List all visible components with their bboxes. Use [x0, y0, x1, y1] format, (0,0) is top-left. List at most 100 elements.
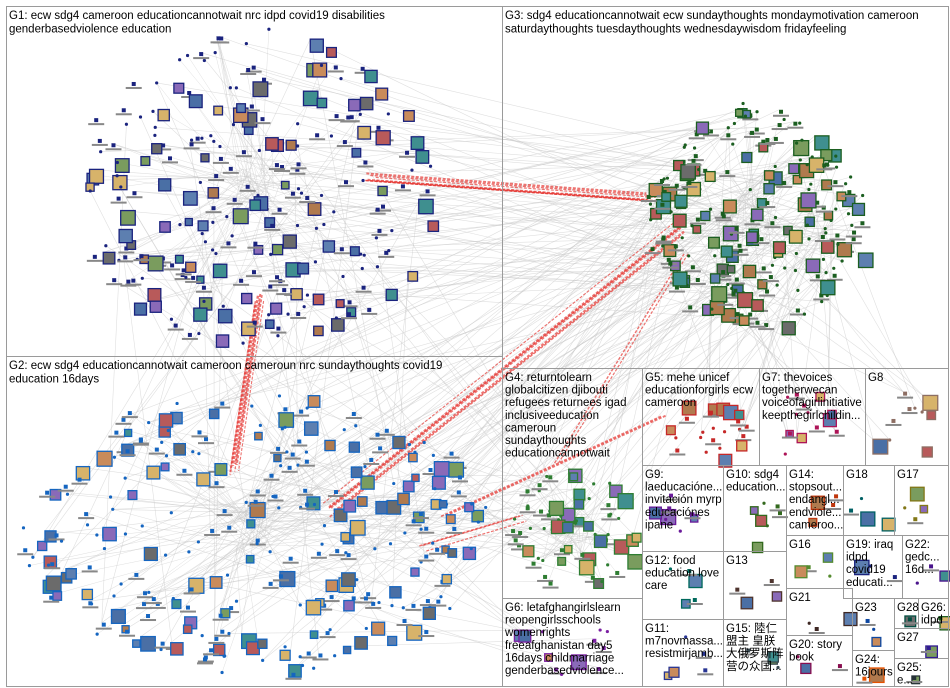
node-caption [412, 517, 429, 520]
node-caption [681, 185, 698, 188]
node-marker [548, 581, 553, 586]
node-marker [296, 311, 301, 316]
node-avatar [569, 472, 579, 482]
node-marker [543, 574, 548, 579]
edge-line [219, 36, 722, 215]
node-avatar [926, 410, 937, 421]
node-marker [211, 206, 216, 211]
node-dot [807, 237, 811, 241]
node-avatar [127, 490, 138, 501]
node-marker [695, 217, 700, 222]
node-marker [131, 278, 136, 283]
node-avatar [751, 541, 764, 554]
node-marker [650, 247, 655, 252]
node-caption [179, 610, 196, 613]
node-marker [23, 548, 28, 553]
edge-line [239, 146, 685, 280]
edge-line [272, 489, 335, 542]
node-dot [388, 542, 393, 546]
edge-line [256, 97, 361, 544]
node-caption [340, 558, 357, 561]
node-avatar [448, 461, 465, 478]
node-caption [859, 623, 876, 626]
node-caption [418, 635, 435, 638]
node-avatar [102, 526, 117, 542]
node-caption [154, 646, 171, 649]
node-marker [424, 554, 429, 559]
node-caption [375, 209, 392, 212]
node-dot [359, 252, 363, 256]
node-dot [755, 110, 759, 114]
node-avatar [919, 504, 929, 514]
node-marker [720, 211, 725, 216]
node-marker [690, 512, 695, 517]
node-caption [371, 233, 388, 236]
node-avatar [246, 519, 256, 529]
node-avatar [700, 210, 711, 222]
group-label-g15: 大俄罗斯阵 [726, 646, 784, 660]
node-avatar [410, 136, 425, 150]
node-dot [112, 455, 117, 459]
node-dot [361, 178, 365, 183]
edge-line [240, 544, 472, 549]
node-avatar [583, 520, 594, 532]
node-caption [245, 70, 262, 73]
node-marker [755, 320, 760, 325]
node-caption [655, 240, 672, 243]
node-avatar [52, 591, 63, 601]
edge-line [251, 405, 520, 631]
node-caption [735, 439, 752, 442]
node-dot [840, 259, 844, 263]
node-caption [125, 283, 142, 286]
edge-line [114, 183, 650, 458]
edge-line [627, 214, 723, 555]
node-avatar [757, 279, 768, 290]
node-marker [775, 504, 780, 509]
node-marker [251, 65, 256, 70]
node-marker [411, 519, 416, 524]
node-caption [312, 658, 329, 661]
node-dot [796, 288, 800, 292]
node-dot [448, 606, 452, 611]
node-dot [286, 312, 290, 316]
node-marker [912, 676, 917, 680]
node-dot [268, 550, 272, 554]
node-caption [249, 494, 266, 497]
node-caption [773, 114, 790, 117]
node-avatar [718, 453, 733, 468]
edge-line [749, 233, 843, 262]
node-caption [541, 518, 558, 521]
node-caption [519, 511, 536, 514]
node-marker [287, 465, 292, 470]
node-avatar [360, 475, 375, 490]
node-marker [366, 592, 371, 597]
node-caption [644, 252, 661, 255]
node-marker [173, 323, 178, 328]
edge-line [676, 271, 874, 440]
group-label-g13: G13 [726, 555, 748, 567]
node-marker [424, 526, 429, 531]
node-marker [187, 332, 192, 337]
node-avatar [140, 635, 156, 652]
node-marker [548, 475, 553, 480]
node-dot [823, 227, 827, 231]
node-caption [767, 141, 784, 144]
node-avatar [402, 110, 415, 122]
node-dot [525, 490, 529, 494]
node-dot [403, 531, 407, 535]
group-label-g2: education 16days [9, 374, 99, 386]
node-caption [340, 317, 357, 320]
node-marker [721, 214, 726, 219]
node-caption [668, 290, 685, 293]
node-dot [541, 630, 545, 634]
edge-line [345, 488, 575, 554]
edge-line [736, 167, 837, 441]
node-dot [687, 254, 691, 258]
node-caption [669, 453, 686, 456]
node-marker [834, 429, 839, 434]
node-avatar [707, 236, 720, 249]
node-dot [834, 165, 839, 169]
node-dot [27, 564, 32, 568]
node-marker [185, 605, 190, 610]
node-avatar [133, 302, 148, 316]
